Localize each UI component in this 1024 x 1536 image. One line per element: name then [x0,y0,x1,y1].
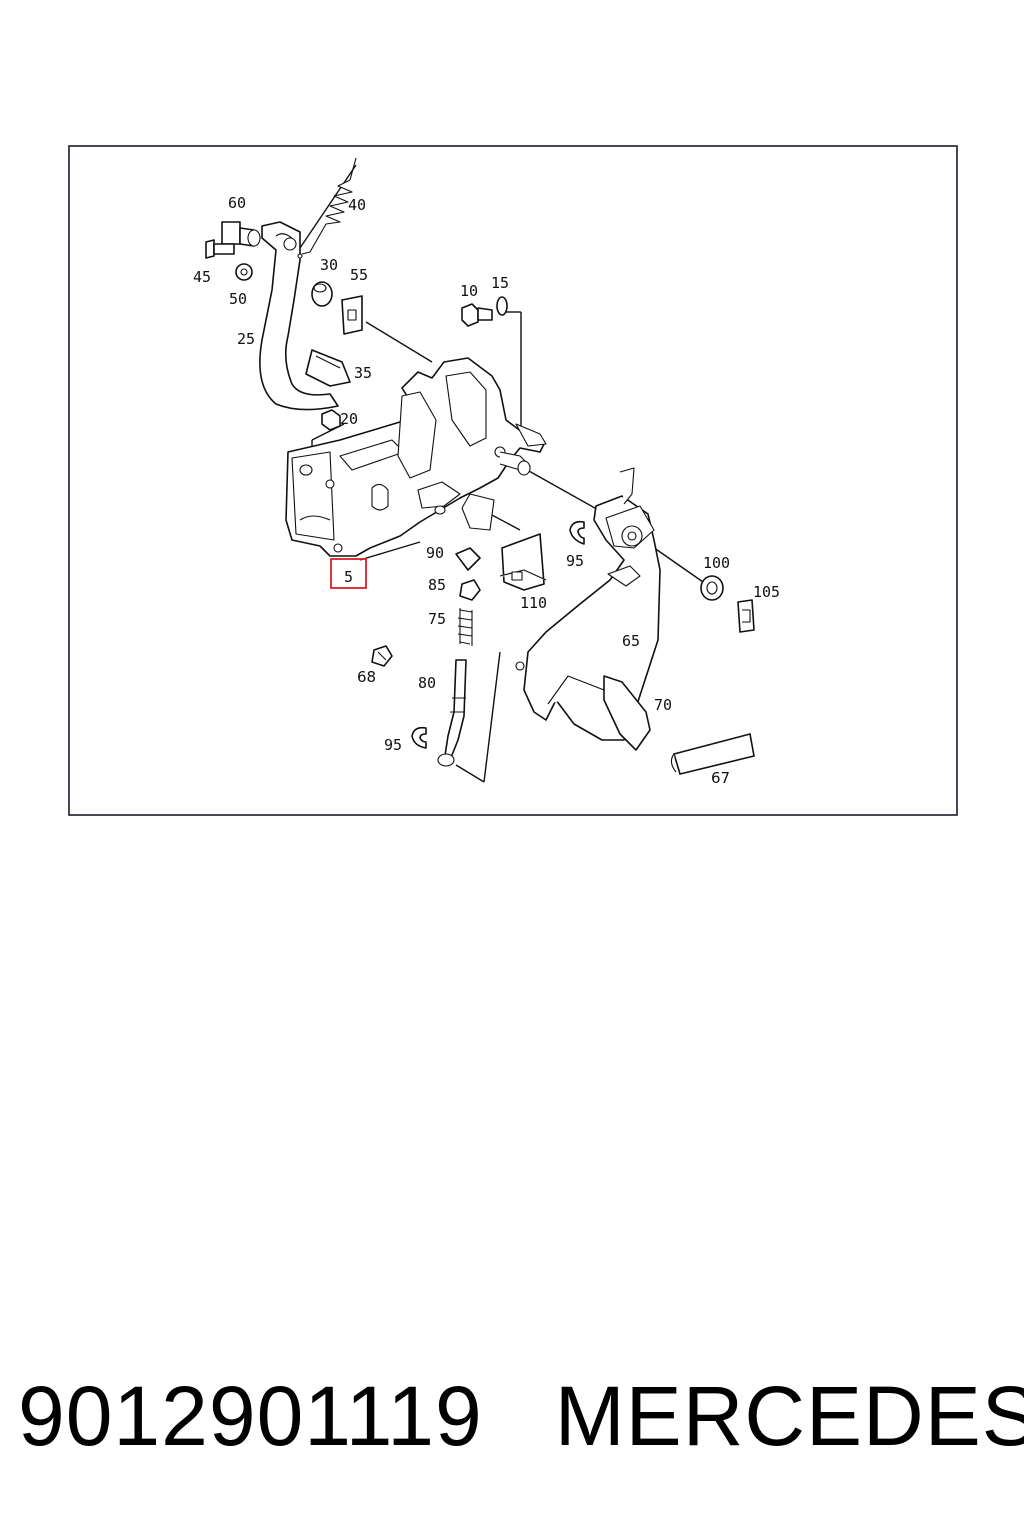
callout-55: 55 [350,266,368,284]
callout-15: 15 [491,274,509,292]
push-rod-80 [437,659,467,767]
clip-105 [737,599,755,633]
pedal-bracket [285,357,547,557]
callout-20: 20 [340,410,358,428]
callout-10: 10 [460,282,478,300]
callout-5-highlighted: 5 [344,568,353,586]
footer-caption: 9012901119 MERCEDES [18,1368,1024,1478]
callout-100: 100 [703,554,730,572]
bolt-10 [461,303,493,327]
highlight-box [330,558,367,589]
washer-100 [700,575,724,601]
callout-110: 110 [520,594,547,612]
grommet-85 [459,579,481,601]
clip-90 [455,547,481,571]
brake-pedal-pad [603,675,651,751]
star-washer-50 [235,263,253,281]
callout-40: 40 [348,196,366,214]
callout-95-lower: 95 [384,736,402,754]
bolt-60 [221,221,261,247]
callout-60: 60 [228,194,246,212]
pedal-pad-small [305,349,351,387]
bushing-30 [311,281,333,307]
clip-68 [371,645,393,667]
diagram-frame [68,145,958,816]
callout-80: 80 [418,674,436,692]
circlip-95-upper [569,520,585,545]
bracket-110 [499,533,547,591]
edge-protector-67 [670,733,755,775]
callout-30: 30 [320,256,338,274]
nut-20 [321,409,341,431]
callout-75: 75 [428,610,446,628]
callout-50: 50 [229,290,247,308]
callout-labels: 60 40 45 30 55 50 10 15 25 35 20 90 95 1… [193,194,780,787]
callout-85: 85 [428,576,446,594]
brand-name: MERCEDES [554,1369,1024,1463]
part-number: 9012901119 [18,1369,483,1463]
spring-75 [457,608,473,646]
callout-105: 105 [753,583,780,601]
callout-45: 45 [193,268,211,286]
callout-95-upper: 95 [566,552,584,570]
clutch-pedal-arm [259,221,339,411]
callout-90: 90 [426,544,444,562]
callout-65: 65 [622,632,640,650]
callout-67: 67 [711,769,730,787]
brake-pedal [515,467,661,741]
washer-15 [496,296,508,316]
callout-25: 25 [237,330,255,348]
callout-35: 35 [354,364,372,382]
bolt-45 [205,239,235,259]
clip-55 [341,295,363,335]
callout-70: 70 [654,696,672,714]
circlip-95-lower [411,726,427,749]
callout-68: 68 [357,668,376,686]
return-spring [301,157,357,255]
